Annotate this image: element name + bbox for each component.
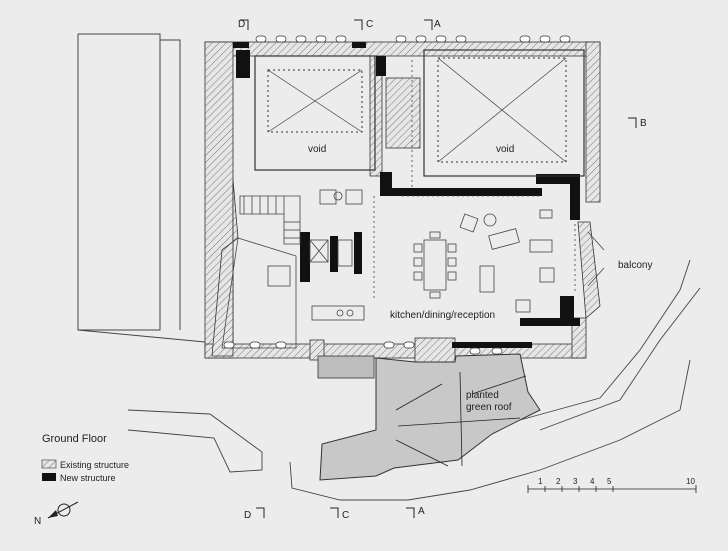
- section-label-a-top: A: [434, 19, 441, 30]
- scale-tick-2: 2: [556, 477, 561, 486]
- room-label-void-right: void: [496, 144, 514, 155]
- scale-bar: [527, 485, 697, 493]
- room-label-void-left: void: [308, 144, 326, 155]
- section-label-d-bottom: D: [244, 510, 251, 521]
- voids: [254, 49, 585, 177]
- room-label-roof-line1: planted: [466, 390, 499, 401]
- scale-tick-5: 5: [607, 477, 612, 486]
- scale-tick-labels: 1 2 3 4 5 10: [538, 477, 695, 486]
- legend-swatch-new: [42, 473, 56, 481]
- legend-label-existing: Existing structure: [60, 460, 129, 470]
- site-boundary: [77, 33, 206, 343]
- room-label-roof-line2: green roof: [466, 402, 512, 413]
- section-label-c-bottom: C: [342, 510, 349, 521]
- scale-tick-1: 1: [538, 477, 543, 486]
- wall-openings: [223, 35, 571, 355]
- legend-label-new: New structure: [60, 473, 116, 483]
- section-markers: [240, 19, 637, 518]
- room-label-kitchen: kitchen/dining/reception: [390, 310, 495, 321]
- section-label-a-bottom: A: [418, 506, 425, 517]
- section-label-b: B: [640, 118, 647, 129]
- scale-tick-10: 10: [686, 477, 695, 486]
- room-label-balcony: balcony: [618, 260, 652, 271]
- green-roof: [317, 353, 541, 481]
- plan-title: Ground Floor: [42, 433, 107, 445]
- interior-fixtures: [221, 60, 605, 349]
- new-walls: [233, 42, 580, 348]
- legend-swatch-existing: [41, 459, 57, 469]
- section-label-d-top: D: [238, 19, 245, 30]
- site-outline: [127, 259, 701, 501]
- scale-tick-3: 3: [573, 477, 578, 486]
- scale-tick-4: 4: [590, 477, 595, 486]
- section-label-c-top: C: [366, 19, 373, 30]
- north-label: N: [34, 516, 41, 527]
- north-arrow-icon: [47, 501, 79, 519]
